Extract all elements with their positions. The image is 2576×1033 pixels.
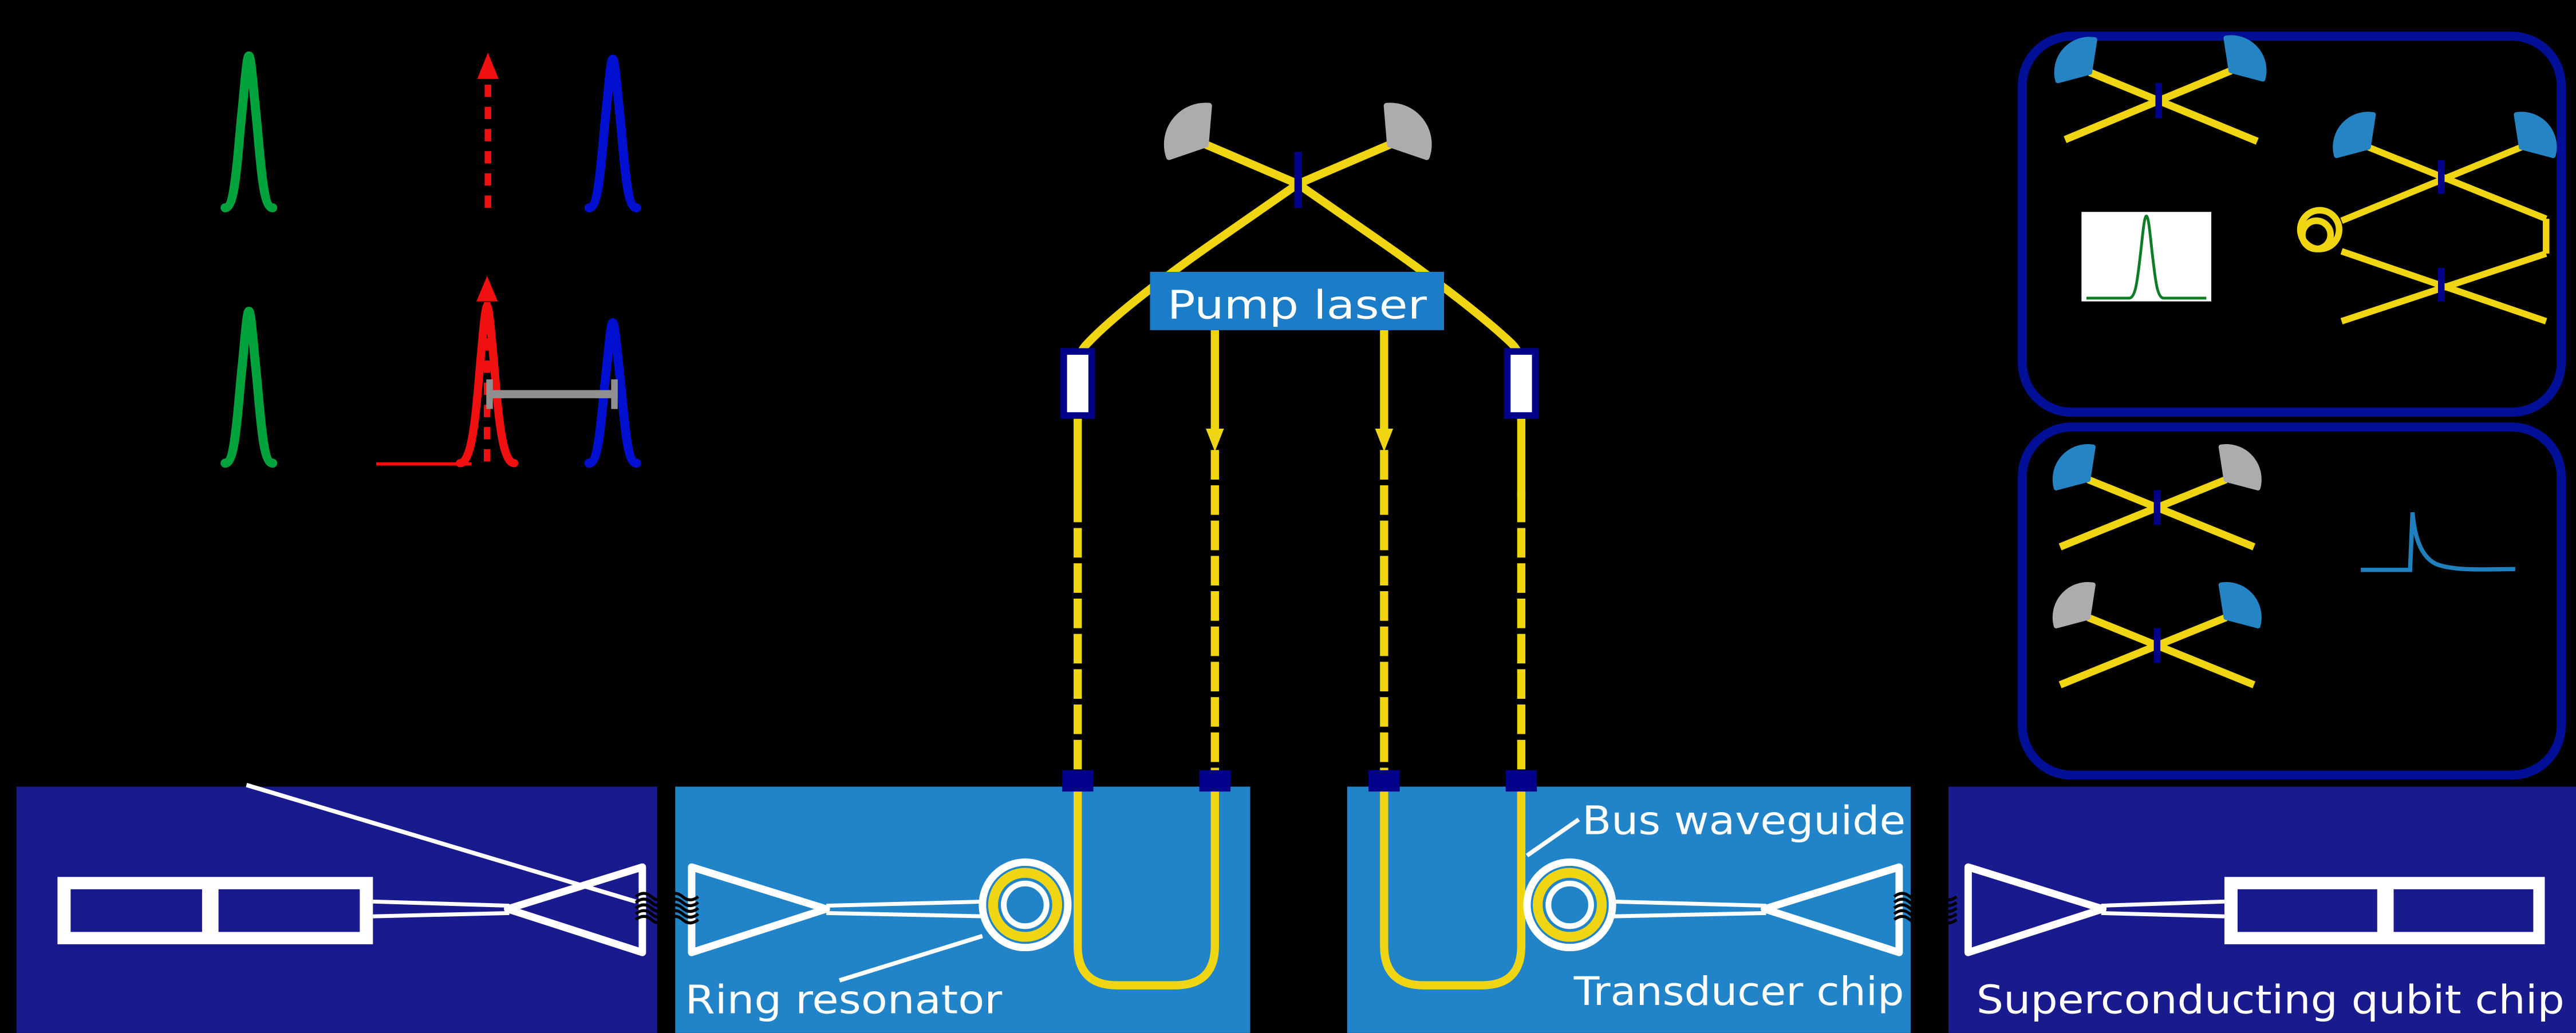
green-photon-spectrum-icon bbox=[220, 51, 278, 212]
pump-arrowhead bbox=[477, 52, 499, 79]
photodetector-blue-icon bbox=[2054, 37, 2097, 84]
photodetector-blue-icon bbox=[2514, 112, 2557, 159]
transducer-chip-left bbox=[675, 786, 1250, 1033]
spectra-bottom-row bbox=[220, 276, 641, 468]
photodetector-gray-icon bbox=[1163, 102, 1212, 160]
superconducting-qubit-chip-label: Superconducting qubit chip bbox=[1977, 977, 2565, 1023]
pump-arrowhead bbox=[476, 276, 498, 302]
coincidence-measurement-panel bbox=[2018, 31, 2566, 417]
transducer-chip-right bbox=[1347, 786, 1911, 1033]
fiber-arm bbox=[1296, 141, 1392, 188]
chip-row: Ring resonator Bus waveguide Transducer … bbox=[16, 770, 2576, 1033]
panel-border bbox=[2018, 31, 2566, 417]
photodetector-gray-icon bbox=[2052, 582, 2096, 628]
waveguide-double-line bbox=[826, 899, 986, 919]
bus-waveguide-left bbox=[1074, 775, 1219, 990]
beamsplitter-detectors bbox=[2052, 582, 2262, 688]
downward-arrowhead bbox=[1375, 428, 1394, 452]
spectra-top-row bbox=[220, 51, 641, 212]
fiber-f4 bbox=[1295, 180, 1526, 496]
photodetector-gray-icon bbox=[1383, 102, 1432, 160]
frequency-separation-bar-icon bbox=[486, 379, 618, 409]
pump-laser-box bbox=[1150, 271, 1445, 330]
blue-photon-spectrum-icon bbox=[584, 318, 641, 468]
bus-waveguide-label: Bus waveguide bbox=[1582, 798, 1906, 844]
bus-waveguide-pointer bbox=[1525, 817, 1580, 858]
fiber-coupler-pad-icon bbox=[1368, 770, 1400, 792]
fiber-f1 bbox=[1074, 180, 1300, 496]
panel-border bbox=[2018, 422, 2566, 780]
beamsplitter-icon bbox=[2437, 160, 2445, 194]
photodetector-gray-icon bbox=[2218, 444, 2262, 490]
ring-resonator-pointer bbox=[839, 934, 983, 983]
transmon-qubit-icon bbox=[57, 877, 373, 944]
fiber-coupler-pad-icon bbox=[1199, 770, 1231, 792]
ring-resonator-icon bbox=[979, 858, 1072, 952]
downward-arrowhead bbox=[1206, 428, 1224, 452]
qubit-pointer-line bbox=[246, 783, 637, 904]
beamsplitter-detectors bbox=[2052, 444, 2262, 551]
fiber-splice-icon bbox=[634, 892, 700, 925]
blue-photon-spectrum-icon bbox=[584, 54, 641, 212]
photodetector-blue-icon bbox=[2333, 112, 2376, 159]
waveguide-double-line bbox=[373, 899, 510, 919]
interferometer bbox=[2297, 112, 2557, 324]
beamsplitter-icon bbox=[2437, 267, 2445, 302]
fiber-splice-icon bbox=[1893, 892, 1958, 925]
beamsplitter-icon bbox=[2153, 490, 2161, 525]
photodetector-blue-icon bbox=[2052, 444, 2096, 490]
spectrum-screen-icon bbox=[2081, 212, 2212, 302]
phase-modulator-icon bbox=[1504, 348, 1539, 419]
bus-waveguide-right bbox=[1380, 775, 1526, 990]
heralded-detection-panel bbox=[2018, 422, 2566, 780]
waveguide-double-line bbox=[2101, 899, 2225, 919]
edge-coupler-icon bbox=[1964, 863, 2107, 956]
photodetector-blue-icon bbox=[2218, 582, 2262, 628]
ring-resonator-label: Ring resonator bbox=[685, 977, 1003, 1023]
fiber-arm bbox=[1204, 141, 1300, 188]
beamsplitter-icon bbox=[1294, 152, 1302, 208]
phase-modulator-icon bbox=[1060, 348, 1095, 419]
beamsplitter-icon bbox=[2155, 83, 2162, 118]
fiber-delay-loop-icon bbox=[2297, 207, 2342, 252]
fiber-coupler-pad-icon bbox=[1505, 770, 1537, 792]
beamsplitter-detectors bbox=[2054, 35, 2267, 145]
fiber-coupler-pad-icon bbox=[1062, 770, 1094, 792]
transducer-chip-label: Transducer chip bbox=[1573, 969, 1904, 1015]
beamsplitter-icon bbox=[2153, 628, 2161, 663]
ring-resonator-icon bbox=[1523, 858, 1616, 952]
green-photon-spectrum-icon bbox=[220, 306, 278, 468]
pump-laser-label: Pump laser bbox=[1167, 283, 1427, 328]
waveguide-double-line bbox=[1611, 899, 1766, 919]
decay-curve-icon bbox=[2361, 512, 2515, 572]
transmon-qubit-icon bbox=[2224, 877, 2545, 944]
photodetector-blue-icon bbox=[2223, 35, 2267, 82]
pump-laser-setup: Pump laser bbox=[1060, 102, 1539, 785]
